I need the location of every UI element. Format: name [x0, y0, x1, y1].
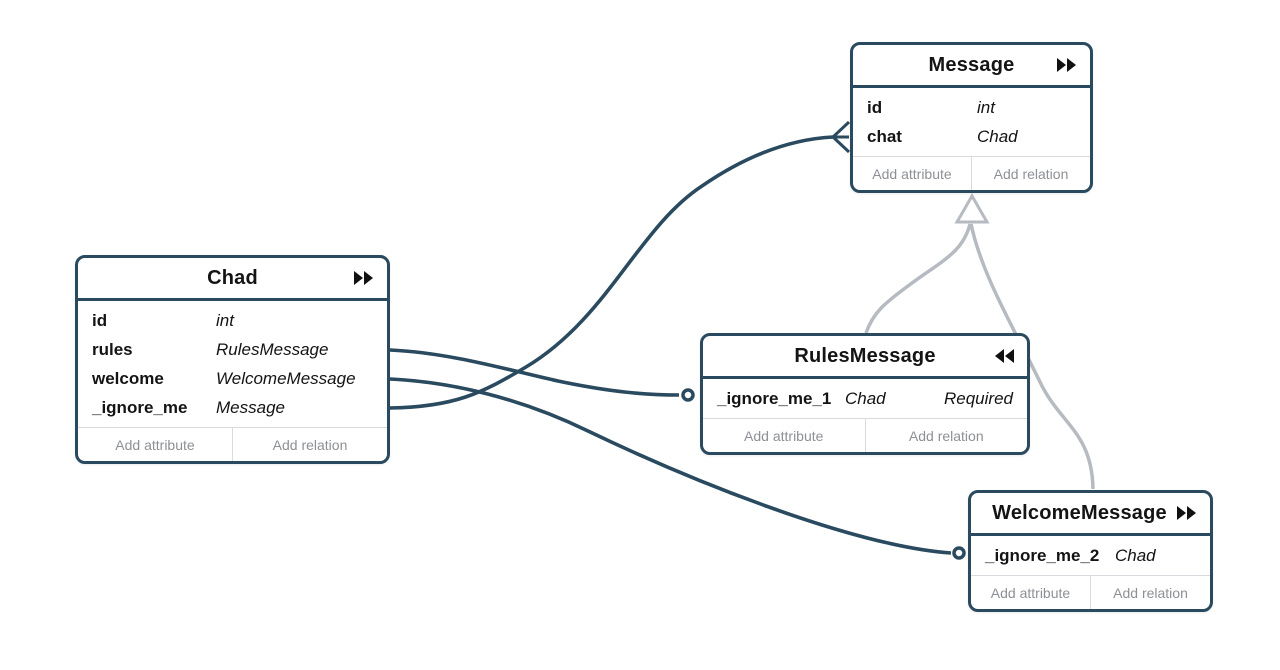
attribute-modifier: Required — [944, 388, 1013, 408]
add-attribute-button[interactable]: Add attribute — [115, 436, 195, 453]
attribute-list: _ignore_me_1 Chad Required — [703, 379, 1027, 418]
attribute-row[interactable]: id int — [78, 306, 387, 335]
attribute-type: int — [216, 310, 234, 330]
reference-edge-chad-rules-to-rulesmessage[interactable] — [389, 348, 680, 397]
attribute-row[interactable]: id int — [853, 93, 1090, 122]
fast-forward-icon[interactable] — [352, 269, 376, 287]
attribute-type: int — [977, 97, 995, 117]
hollow-triangle-marker — [954, 192, 990, 224]
attribute-row[interactable]: chat Chad — [853, 122, 1090, 151]
add-relation-button[interactable]: Add relation — [971, 157, 1090, 190]
add-relation-button[interactable]: Add relation — [1090, 576, 1210, 609]
entity-footer: Add attribute Add relation — [971, 575, 1210, 609]
add-relation-button[interactable]: Add relation — [232, 428, 387, 461]
fast-forward-icon[interactable] — [1175, 504, 1199, 522]
attribute-type: RulesMessage — [216, 339, 329, 359]
attribute-type: Chad — [977, 126, 1018, 146]
attribute-list: id int chat Chad — [853, 88, 1090, 156]
add-relation-button[interactable]: Add relation — [864, 419, 1028, 452]
attribute-row[interactable]: welcome WelcomeMessage — [78, 364, 387, 393]
attribute-list: _ignore_me_2 Chad — [971, 536, 1210, 575]
attribute-name: _ignore_me_1 — [717, 388, 832, 408]
entity-title: WelcomeMessage — [992, 501, 1167, 524]
attribute-list: id int rules RulesMessage welcome Welcom… — [78, 301, 387, 427]
entity-rulesmessage[interactable]: RulesMessage _ignore_me_1 Chad Required … — [700, 333, 1030, 455]
entity-footer: Add attribute Add relation — [853, 156, 1090, 190]
attribute-name: rules — [92, 339, 133, 359]
circle-marker — [681, 388, 695, 402]
inheritance-edge-rulesmessage-to-message[interactable] — [864, 223, 972, 334]
attribute-type: WelcomeMessage — [216, 368, 356, 388]
attribute-type: Chad — [845, 388, 886, 408]
reference-edge-chad-welcome-to-welcomemessage[interactable] — [389, 377, 952, 555]
inheritance-edge-welcomemessage-to-message[interactable] — [969, 223, 1095, 490]
attribute-name: welcome — [92, 368, 164, 388]
entity-footer: Add attribute Add relation — [703, 418, 1027, 452]
entity-message[interactable]: Message id int chat Chad Add attribute A… — [850, 42, 1093, 193]
fast-forward-icon[interactable] — [1055, 56, 1079, 74]
attribute-row[interactable]: _ignore_me_2 Chad — [971, 541, 1210, 570]
entity-header[interactable]: Chad — [78, 258, 387, 301]
entity-title: RulesMessage — [794, 344, 936, 367]
attribute-name: _ignore_me — [92, 397, 188, 417]
entity-title: Message — [928, 53, 1015, 76]
entity-welcomemessage[interactable]: WelcomeMessage _ignore_me_2 Chad Add att… — [968, 490, 1213, 612]
attribute-name: _ignore_me_2 — [985, 545, 1100, 565]
add-attribute-button[interactable]: Add attribute — [990, 584, 1071, 601]
attribute-row[interactable]: _ignore_me Message — [78, 393, 387, 422]
attribute-row[interactable]: _ignore_me_1 Chad Required — [703, 384, 1027, 413]
entity-header[interactable]: WelcomeMessage — [971, 493, 1210, 536]
entity-header[interactable]: Message — [853, 45, 1090, 88]
attribute-row[interactable]: rules RulesMessage — [78, 335, 387, 364]
attribute-type: Chad — [1115, 545, 1156, 565]
attribute-name: chat — [867, 126, 902, 146]
entity-title: Chad — [207, 266, 258, 289]
attribute-name: id — [92, 310, 108, 330]
add-attribute-button[interactable]: Add attribute — [744, 427, 824, 444]
rewind-icon[interactable] — [992, 347, 1016, 365]
circle-marker — [952, 546, 966, 560]
entity-footer: Add attribute Add relation — [78, 427, 387, 461]
crow-foot-marker — [831, 120, 851, 154]
entity-chad[interactable]: Chad id int rules RulesMessage welcome W… — [75, 255, 390, 464]
attribute-name: id — [867, 97, 883, 117]
entity-header[interactable]: RulesMessage — [703, 336, 1027, 379]
reference-edge-chad-ignore-me-to-message[interactable] — [389, 135, 834, 410]
add-attribute-button[interactable]: Add attribute — [872, 165, 952, 182]
attribute-type: Message — [216, 397, 285, 417]
